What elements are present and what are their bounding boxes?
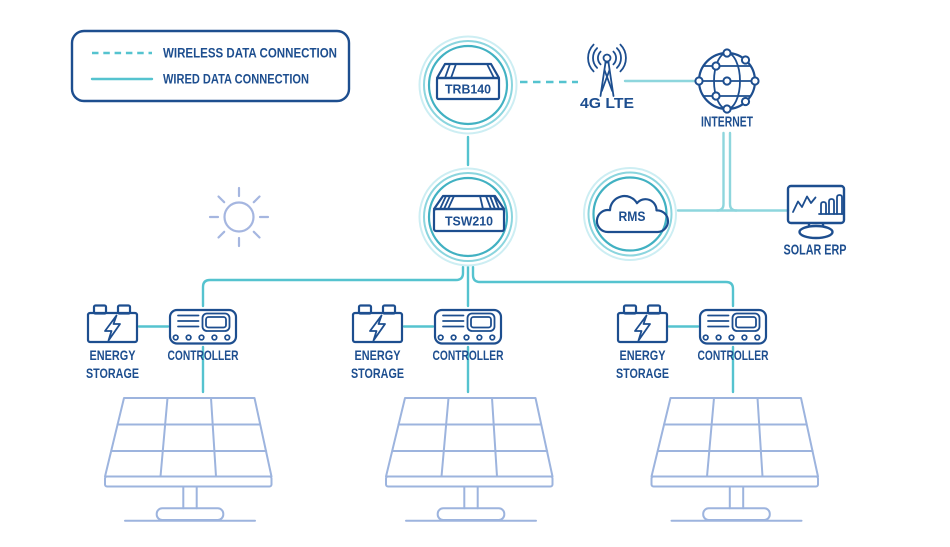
solar-panel-2	[385, 397, 554, 522]
rms-node: RMS	[583, 167, 677, 261]
legend: WIRELESS DATA CONNECTION WIRED DATA CONN…	[70, 29, 351, 103]
link-internet-down-right	[728, 131, 738, 212]
lte-label: 4G LTE	[580, 95, 634, 112]
cloud-icon	[595, 194, 670, 234]
router-box-icon	[435, 62, 501, 101]
solar-panel-3	[650, 397, 819, 522]
legend-wired-label: WIRED DATA CONNECTION	[163, 72, 309, 87]
rms-label: RMS	[619, 209, 646, 224]
switch-box-icon	[432, 194, 506, 233]
switch-label: TSW210	[445, 214, 493, 229]
controller-label: CONTROLLER	[168, 347, 239, 363]
controller-label: CONTROLLER	[698, 347, 769, 363]
legend-wireless-label: WIRELESS DATA CONNECTION	[163, 46, 337, 61]
storage-label-line1: ENERGY	[90, 347, 137, 363]
storage-label-line1: ENERGY	[355, 347, 402, 363]
cell-tower-icon	[587, 43, 627, 97]
solar-panel-1	[104, 397, 273, 522]
controller-label: CONTROLLER	[433, 347, 504, 363]
storage-label-line2: STORAGE	[616, 365, 669, 381]
bus-switch-controller-3	[471, 265, 735, 308]
site-group-2: ENERGY STORAGE CONTROLLER	[351, 304, 504, 394]
erp-node: SOLAR ERP	[784, 184, 847, 259]
internet-label: INTERNET	[701, 114, 753, 131]
legend-box	[70, 29, 351, 103]
storage-label-line1: ENERGY	[620, 347, 667, 363]
connections	[201, 79, 790, 308]
storage-label-line2: STORAGE	[86, 365, 139, 381]
internet-node: INTERNET	[694, 48, 760, 131]
monitor-chart-icon	[786, 184, 846, 240]
node-gateway: TRB140	[418, 35, 518, 135]
storage-label-line2: STORAGE	[351, 365, 404, 381]
bus-switch-controller-1	[201, 265, 465, 308]
node-switch: TSW210	[418, 167, 518, 267]
site-group-1: ENERGY STORAGE CONTROLLER	[86, 304, 239, 394]
sun-icon	[208, 186, 270, 248]
lte-node: 4G LTE	[580, 43, 634, 112]
site-group-3: ENERGY STORAGE CONTROLLER	[616, 304, 769, 394]
erp-label: SOLAR ERP	[784, 242, 847, 259]
link-internet-down-left	[715, 131, 725, 212]
globe-network-icon	[694, 48, 760, 114]
gateway-label: TRB140	[445, 82, 491, 97]
